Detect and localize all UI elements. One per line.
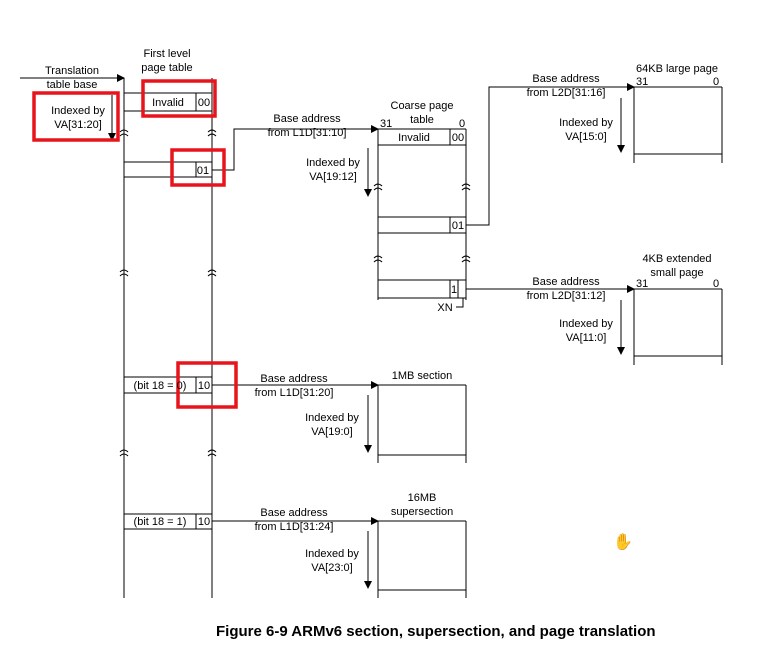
coarse-01-label: 01 xyxy=(452,220,464,232)
coarse-bit0-label: 0 xyxy=(459,118,465,130)
highlight-indexed-box xyxy=(32,91,120,142)
indexed-19-12-label-2: VA[19:12] xyxy=(309,171,357,183)
large-bit0-label: 0 xyxy=(713,76,719,88)
extended-page-label-1: 4KB extended xyxy=(642,253,711,265)
first-level-label-1: First level xyxy=(143,48,190,60)
connector-lines xyxy=(20,74,723,598)
l1d-31-10-label-1: Base address xyxy=(273,113,341,125)
ttb-label-2: table base xyxy=(47,79,98,91)
indexed-19-0-label-2: VA[19:0] xyxy=(311,426,352,438)
indexed-11-0-label-2: VA[11:0] xyxy=(566,332,607,344)
supersection-label-2: supersection xyxy=(391,506,453,518)
highlight-01-box xyxy=(170,148,226,187)
coarse-bit31-label: 31 xyxy=(380,118,392,130)
xn-label: XN xyxy=(437,302,452,314)
supersection-label-1: 16MB xyxy=(408,492,437,504)
coarse-00-label: 00 xyxy=(452,132,464,144)
l1d-31-20-label-2: from L1D[31:20] xyxy=(255,387,334,399)
coarse-1-label: 1 xyxy=(451,284,457,296)
bits-00-label: 00 xyxy=(198,97,210,109)
indexed-23-0-label-2: VA[23:0] xyxy=(311,562,352,574)
l2d-31-16-label-2: from L2D[31:16] xyxy=(527,87,606,99)
indexed-31-20-label-2: VA[31:20] xyxy=(54,119,102,131)
invalid-entry-label: Invalid xyxy=(152,97,184,109)
extended-page-label-2: small page xyxy=(650,267,703,279)
highlight-invalid-box xyxy=(141,79,217,118)
highlight-10-box xyxy=(176,361,238,409)
ttb-label-1: Translation xyxy=(45,65,99,77)
bit18-1-label: (bit 18 = 1) xyxy=(134,516,187,528)
coarse-table-label-1: Coarse page xyxy=(391,100,454,112)
l2d-31-12-label-2: from L2D[31:12] xyxy=(527,290,606,302)
supersection-10-label: 10 xyxy=(198,516,210,528)
l1d-31-24-label-1: Base address xyxy=(260,507,328,519)
l1d-31-20-label-1: Base address xyxy=(260,373,328,385)
indexed-11-0-label-1: Indexed by xyxy=(559,318,613,330)
coarse-table-label-2: table xyxy=(410,114,434,126)
indexed-19-12-label-1: Indexed by xyxy=(306,157,360,169)
l1d-31-24-label-2: from L1D[31:24] xyxy=(255,521,334,533)
coarse-invalid-label: Invalid xyxy=(398,132,430,144)
l2d-31-12-label-1: Base address xyxy=(532,276,600,288)
bits-01-label: 01 xyxy=(197,165,209,177)
ext-bit0-label: 0 xyxy=(713,278,719,290)
indexed-15-0-label-2: VA[15:0] xyxy=(565,131,606,143)
indexed-19-0-label-1: Indexed by xyxy=(305,412,359,424)
indexed-31-20-label-1: Indexed by xyxy=(51,105,105,117)
section-label: 1MB section xyxy=(392,370,453,382)
bit18-0-label: (bit 18 = 0) xyxy=(134,380,187,392)
first-level-label-2: page table xyxy=(141,62,192,74)
indexed-15-0-label-1: Indexed by xyxy=(559,117,613,129)
ext-bit31-label: 31 xyxy=(636,278,648,290)
section-10-label: 10 xyxy=(198,380,210,392)
large-page-label: 64KB large page xyxy=(636,63,718,75)
hand-cursor-icon: ✋ xyxy=(613,534,633,551)
figure-caption: Figure 6-9 ARMv6 section, supersection, … xyxy=(216,623,656,640)
l1d-31-10-label-2: from L1D[31:10] xyxy=(268,127,347,139)
l2d-31-16-label-1: Base address xyxy=(532,73,600,85)
indexed-23-0-label-1: Indexed by xyxy=(305,548,359,560)
highlight-boxes xyxy=(32,79,238,409)
large-bit31-label: 31 xyxy=(636,76,648,88)
